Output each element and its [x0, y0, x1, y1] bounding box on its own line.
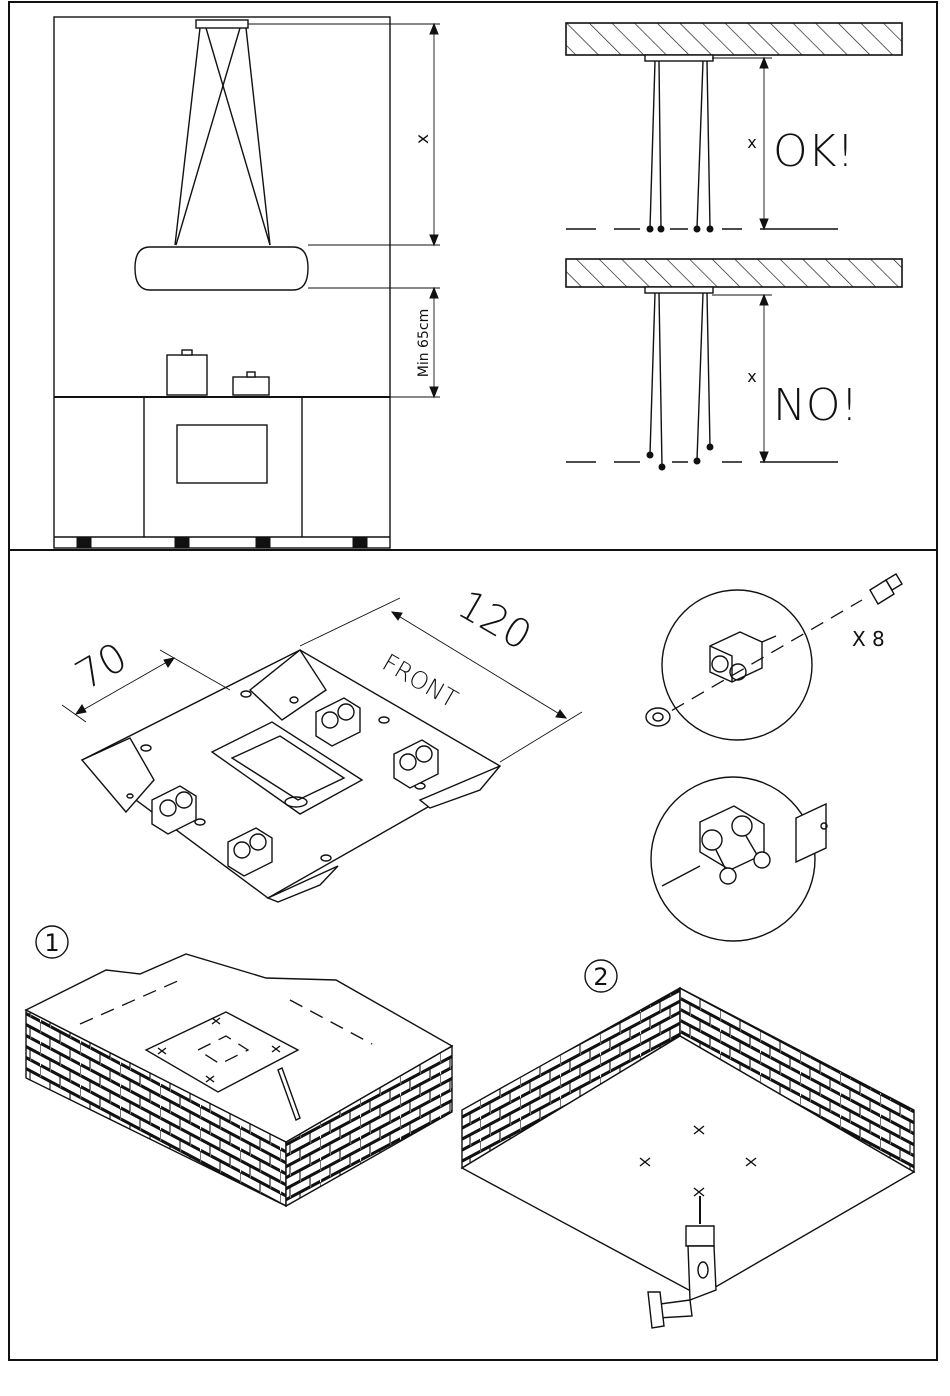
dimension-x-label: x: [413, 134, 433, 144]
dimension-x: x: [248, 24, 440, 245]
room-elevation: x Min 65cm: [54, 17, 440, 548]
dimension-min-label: Min 65cm: [416, 309, 432, 377]
ok-label: OK!: [773, 126, 854, 177]
mounting-bracket: 70 120 FRONT: [62, 582, 582, 902]
step-2: 2: [462, 960, 914, 1328]
screw-detail: X 8: [646, 574, 902, 740]
lamp-shade: [135, 247, 308, 290]
bracket-width-label: 70: [68, 634, 135, 699]
cooking-pots: [167, 350, 269, 395]
no-dimension-label: x: [747, 367, 756, 386]
step-1-number: 1: [44, 929, 59, 957]
dimension-min-65: Min 65cm: [308, 288, 440, 397]
ok-dimension-label: x: [747, 133, 756, 152]
ok-example: x OK!: [566, 23, 902, 232]
bracket-length-label: 120: [450, 582, 539, 660]
no-example: x NO!: [566, 259, 902, 470]
step-1: 1: [26, 926, 452, 1206]
no-label: NO!: [773, 380, 858, 431]
kitchen-counter: [54, 397, 390, 547]
assembled-detail: [651, 777, 827, 941]
suspension-wires: [175, 28, 270, 245]
quantity-label: X 8: [852, 627, 885, 651]
step-2-number: 2: [593, 963, 608, 991]
